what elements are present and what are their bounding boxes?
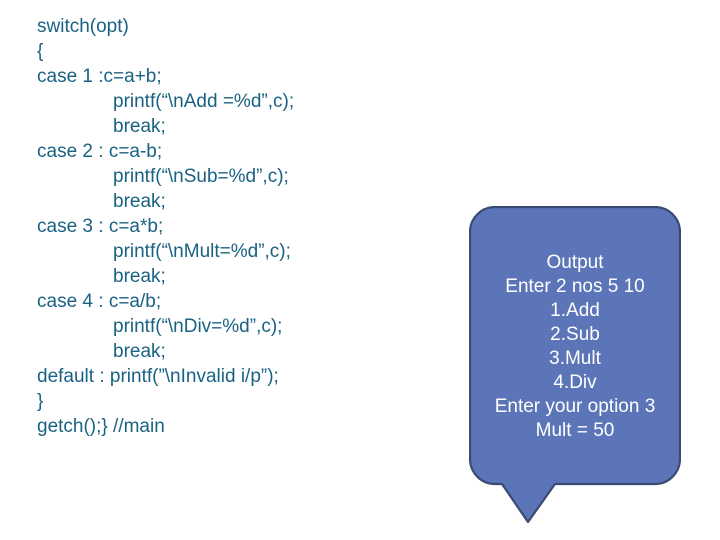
code-line: } <box>37 391 44 412</box>
code-line: break; <box>113 266 166 287</box>
callout-line: 1.Add <box>550 299 600 321</box>
code-line: switch(opt) <box>37 16 129 37</box>
code-line: case 2 : c=a-b; <box>37 141 163 162</box>
callout-line: Enter 2 nos 5 10 <box>505 275 645 297</box>
callout-line: Enter your option 3 <box>494 395 656 417</box>
code-line: printf(“\nAdd =%d”,c); <box>113 91 295 112</box>
code-line: printf(“\nMult=%d”,c); <box>113 241 291 262</box>
code-line: { <box>37 41 44 62</box>
callout-line: Mult = 50 <box>535 419 615 441</box>
speech-bubble-shape <box>469 206 681 523</box>
callout-line: 2.Sub <box>550 323 600 345</box>
code-line: case 3 : c=a*b; <box>37 216 164 237</box>
code-line: break; <box>113 341 166 362</box>
code-line: printf(“\nDiv=%d”,c); <box>113 316 283 337</box>
code-line: case 4 : c=a/b; <box>37 291 162 312</box>
code-line: printf(“\nSub=%d”,c); <box>113 166 289 187</box>
callout-line: Output <box>546 251 604 273</box>
code-listing: switch(opt) { case 1 :c=a+b; printf(“\nAdd … <box>37 14 457 439</box>
code-line: case 1 :c=a+b; <box>37 66 162 87</box>
code-line: break; <box>113 116 166 137</box>
code-line: break; <box>113 191 166 212</box>
code-line: getch();} //main <box>37 416 165 437</box>
callout-line: 3.Mult <box>549 347 601 369</box>
callout-line: 4.Div <box>553 371 597 393</box>
code-line: default : printf(”\nInvalid i/p”); <box>37 366 279 387</box>
